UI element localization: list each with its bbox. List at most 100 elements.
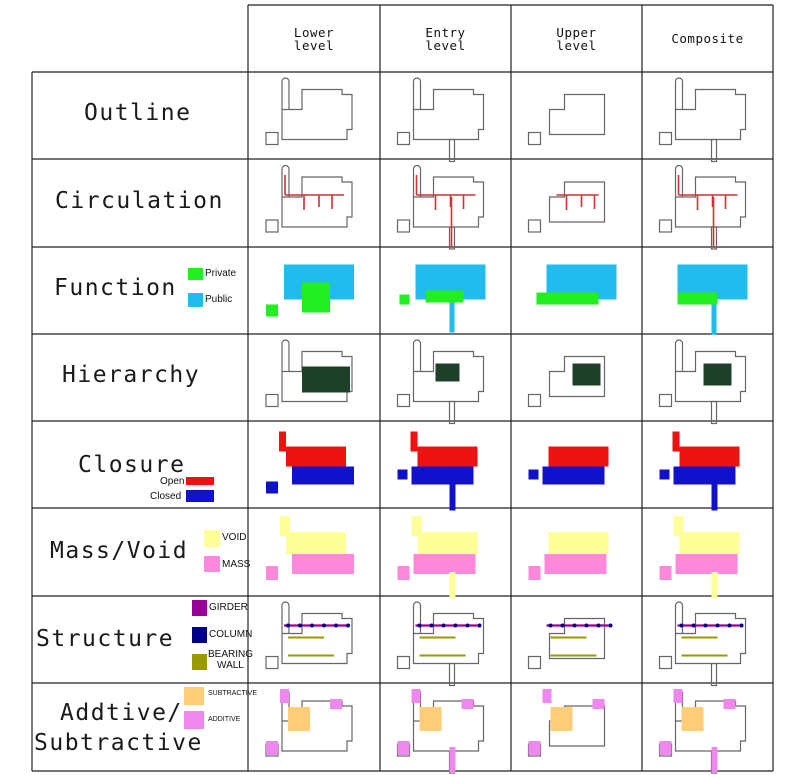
column-header-3: Upper level xyxy=(556,24,597,53)
private-zone xyxy=(536,292,599,305)
closed-zone xyxy=(528,469,539,480)
legend-label-public: Public xyxy=(205,294,233,305)
hierarchy-plan-0 xyxy=(265,339,353,408)
hierarchy-core xyxy=(435,363,460,382)
hierarchy-plan-3 xyxy=(658,339,747,425)
legend-label-void: VOID xyxy=(222,532,247,543)
hierarchy-core xyxy=(302,366,350,393)
private-zone xyxy=(425,290,464,303)
private-zone xyxy=(266,304,278,317)
legend-label-subtractive: SUBTRACTIVE xyxy=(208,690,258,697)
closed-zone xyxy=(292,466,354,485)
hierarchy-core xyxy=(703,363,732,386)
closure-plan-1 xyxy=(397,431,478,511)
legend-swatch-void xyxy=(204,530,220,547)
function-plan-0 xyxy=(266,264,354,317)
legend-swatch-mass xyxy=(204,556,220,572)
additive-zone xyxy=(266,741,278,755)
void-zone xyxy=(417,532,478,554)
void-zone xyxy=(548,532,609,554)
void-zone xyxy=(286,532,346,554)
additive-plan-2 xyxy=(527,689,606,757)
structure-plan-0 xyxy=(265,601,353,670)
void-zone xyxy=(711,572,718,598)
additive-zone xyxy=(330,699,342,709)
void-zone xyxy=(280,516,290,536)
open-zone xyxy=(417,446,478,467)
row-label-hierarchy: Hierarchy xyxy=(62,362,201,388)
legend-label-column: COLUMN xyxy=(209,629,253,640)
outline-plan-3 xyxy=(658,77,747,163)
legend-swatch-closed xyxy=(186,490,214,502)
column-header-1: Lower level xyxy=(293,24,335,53)
void-zone xyxy=(411,516,422,536)
subtractive-zone xyxy=(288,707,310,731)
row-label-massvoid: Mass/Void xyxy=(50,538,189,564)
legend-label-girder: GIRDER xyxy=(209,602,248,613)
mass-zone xyxy=(544,554,607,574)
mass-zone xyxy=(413,554,476,574)
legend-swatch-bearing xyxy=(192,654,207,670)
legend-swatch-public xyxy=(188,293,203,307)
open-zone xyxy=(672,431,680,452)
massvoid-plan-2 xyxy=(528,532,609,580)
additive-zone xyxy=(449,747,456,773)
legend-label-mass: MASS xyxy=(222,559,251,570)
row-label-structure: Structure xyxy=(36,626,175,652)
void-zone xyxy=(449,572,456,598)
additive-zone xyxy=(280,689,289,703)
closed-zone xyxy=(711,484,718,511)
legend-label-wall: WALL xyxy=(217,660,244,671)
private-zone xyxy=(399,294,410,305)
private-zone xyxy=(302,282,330,313)
closed-zone xyxy=(397,469,408,480)
function-plan-2 xyxy=(536,264,617,305)
subtractive-zone xyxy=(419,707,442,731)
closed-zone xyxy=(411,466,474,485)
additive-zone xyxy=(542,689,552,703)
row-label-additive: Addtive/ xyxy=(60,700,183,726)
additive-zone xyxy=(673,689,683,703)
hierarchy-plan-1 xyxy=(396,339,485,425)
public-zone xyxy=(449,302,455,333)
public-zone xyxy=(711,304,717,335)
outline-plan-2 xyxy=(527,93,606,146)
additive-zone xyxy=(659,741,672,755)
massvoid-plan-1 xyxy=(397,516,478,598)
closed-zone xyxy=(542,466,605,485)
additive-zone xyxy=(411,689,421,703)
additive-plan-1 xyxy=(396,688,485,774)
closed-zone xyxy=(673,466,736,485)
table-grid xyxy=(31,4,774,772)
private-zone xyxy=(677,292,718,305)
structure-plan-2 xyxy=(527,617,613,670)
open-zone xyxy=(279,431,286,452)
additive-zone xyxy=(711,747,718,773)
legend-label-additive: ADDITIVE xyxy=(208,716,241,723)
legend-label-bearing: BEARING xyxy=(208,649,254,660)
function-plan-3 xyxy=(677,264,748,335)
row-label-function: Function xyxy=(54,275,177,301)
legend-swatch-additive xyxy=(184,711,204,729)
legend-label-closed: Closed xyxy=(150,491,182,502)
mass-zone xyxy=(292,554,354,574)
open-zone xyxy=(286,446,346,467)
additive-plan-0 xyxy=(265,688,353,757)
row-label-additive-line2: Subtractive xyxy=(34,730,203,756)
outline-plan-0 xyxy=(265,77,353,146)
closure-plan-2 xyxy=(528,446,609,485)
open-zone xyxy=(679,446,740,467)
row-label-outline: Outline xyxy=(84,100,192,126)
legend-swatch-private xyxy=(188,268,203,280)
legend-label-private: Private xyxy=(205,268,237,279)
closure-plan-3 xyxy=(659,431,740,511)
additive-zone xyxy=(461,699,474,709)
additive-zone xyxy=(723,699,736,709)
circulation-plan-3 xyxy=(658,164,747,250)
closed-zone xyxy=(266,481,278,494)
row-label-circulation: Circulation xyxy=(55,188,224,214)
mass-zone xyxy=(397,566,410,580)
function-plan-1 xyxy=(399,264,486,333)
closure-plan-0 xyxy=(266,431,354,494)
